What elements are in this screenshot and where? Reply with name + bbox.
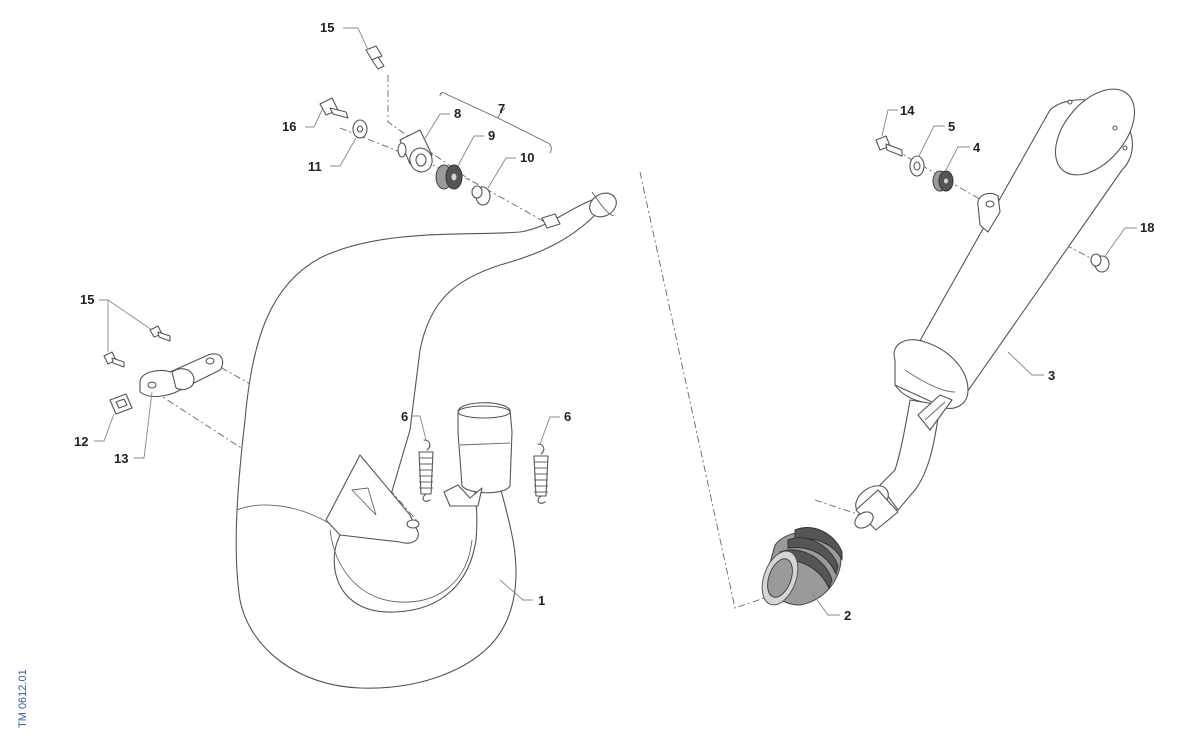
callout-14: 14 bbox=[900, 103, 915, 118]
screw-16 bbox=[319, 97, 349, 119]
washer-11 bbox=[352, 119, 368, 139]
header-pipe bbox=[235, 191, 617, 689]
washer-5 bbox=[909, 155, 925, 177]
callout-leaders bbox=[94, 27, 1137, 616]
spacer-18 bbox=[1090, 253, 1110, 273]
spacer-10 bbox=[471, 185, 491, 206]
callout-6-right: 6 bbox=[564, 409, 571, 424]
callout-5: 5 bbox=[948, 119, 955, 134]
callout-13: 13 bbox=[114, 451, 128, 466]
callout-3: 3 bbox=[1048, 368, 1055, 383]
screw-15-left-upper bbox=[149, 325, 171, 342]
spring-right bbox=[533, 443, 549, 504]
callout-15-left: 15 bbox=[80, 292, 94, 307]
callout-15-top: 15 bbox=[320, 20, 334, 35]
callout-1: 1 bbox=[538, 593, 545, 608]
clip-nut-12 bbox=[109, 393, 133, 415]
spring-left bbox=[418, 439, 434, 502]
callout-4: 4 bbox=[973, 140, 981, 155]
callout-10: 10 bbox=[520, 150, 534, 165]
callout-7: 7 bbox=[498, 101, 505, 116]
callout-9: 9 bbox=[488, 128, 495, 143]
screw-15-left-lower bbox=[103, 351, 125, 368]
figure-reference-code: TM 0612.01 bbox=[17, 669, 29, 728]
screw-15-top bbox=[365, 45, 385, 70]
callout-2: 2 bbox=[844, 608, 851, 623]
bushing-4 bbox=[932, 170, 954, 192]
callout-11: 11 bbox=[308, 159, 322, 174]
rubber-bushing-9 bbox=[435, 164, 463, 190]
callout-labels: 15 16 11 8 7 9 10 15 12 13 6 6 1 2 3 14 … bbox=[74, 20, 1154, 623]
group-bracket-7 bbox=[439, 92, 552, 154]
callout-6-left: 6 bbox=[401, 409, 408, 424]
callout-18: 18 bbox=[1140, 220, 1154, 235]
callout-16: 16 bbox=[282, 119, 296, 134]
screw-14 bbox=[875, 135, 903, 157]
muffler bbox=[854, 88, 1136, 531]
callout-12: 12 bbox=[74, 434, 88, 449]
sleeve-8 bbox=[397, 129, 433, 173]
callout-8: 8 bbox=[454, 106, 461, 121]
exhaust-seal-sleeve bbox=[761, 527, 843, 606]
bracket-13 bbox=[139, 353, 224, 398]
